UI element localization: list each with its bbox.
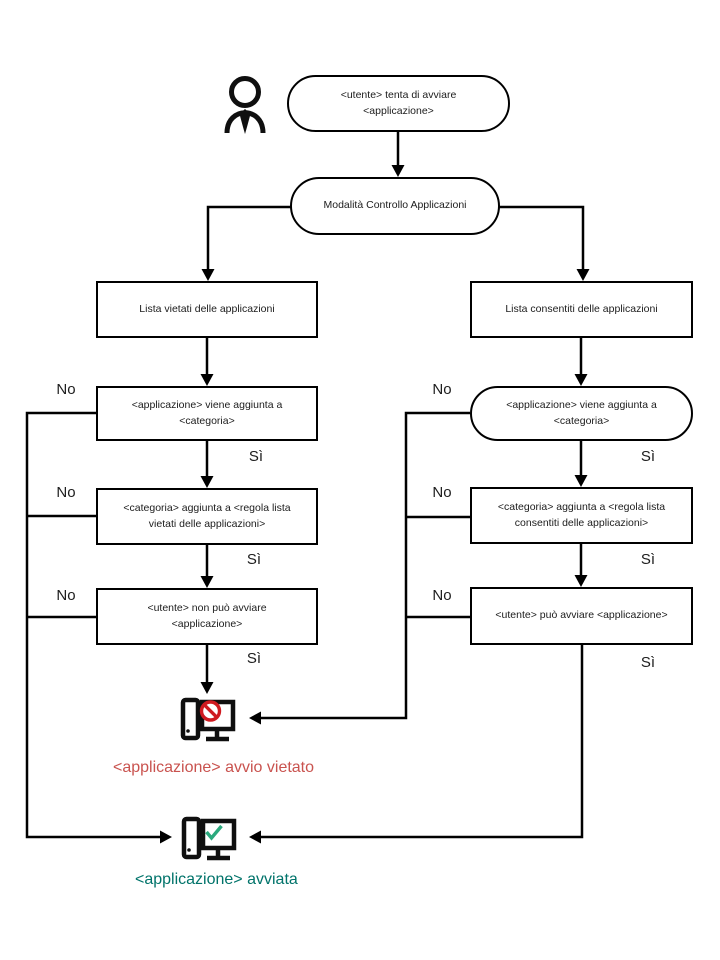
prohibition-icon <box>199 700 222 722</box>
tower-led-dot <box>187 848 191 852</box>
node-denylist: Lista vietati delle applicazioni <box>96 281 318 338</box>
node-user-tries-to-start: <utente> tenta di avviare <applicazione> <box>287 75 510 132</box>
node-deny-category-rule: <categoria> aggiunta a <regola lista vie… <box>96 488 318 545</box>
no-label: No <box>432 381 452 398</box>
yes-label: Sì <box>246 650 262 667</box>
check-icon <box>205 824 223 841</box>
node-allow-category-rule: <categoria> aggiunta a <regola lista con… <box>470 487 693 544</box>
computer-blocked-icon <box>180 697 236 742</box>
yes-label: Sì <box>640 654 656 671</box>
no-label: No <box>432 587 452 604</box>
yes-label: Sì <box>248 448 264 465</box>
outcome-blocked-text: <applicazione> avvio vietato <box>113 759 315 776</box>
flow-connectors <box>25 132 585 839</box>
node-allowlist: Lista consentiti delle applicazioni <box>470 281 693 338</box>
no-label: No <box>56 484 76 501</box>
tower-led-dot <box>186 729 190 733</box>
computer-started-icon <box>181 816 237 861</box>
user-icon <box>224 76 266 134</box>
outcome-started-text: <applicazione> avviata <box>135 871 298 888</box>
node-user-cannot-start: <utente> non può avviare <applicazione> <box>96 588 318 645</box>
no-label: No <box>56 381 76 398</box>
no-label: No <box>432 484 452 501</box>
node-user-can-start: <utente> può avviare <applicazione> <box>470 587 693 645</box>
node-deny-app-added-to-category: <applicazione> viene aggiunta a <categor… <box>96 386 318 441</box>
node-application-control-mode: Modalità Controllo Applicazioni <box>290 177 500 235</box>
yes-label: Sì <box>640 551 656 568</box>
yes-label: Sì <box>640 448 656 465</box>
arrowheads <box>160 165 590 844</box>
yes-label: Sì <box>246 551 262 568</box>
no-label: No <box>56 587 76 604</box>
node-allow-app-added-to-category: <applicazione> viene aggiunta a <categor… <box>470 386 693 441</box>
